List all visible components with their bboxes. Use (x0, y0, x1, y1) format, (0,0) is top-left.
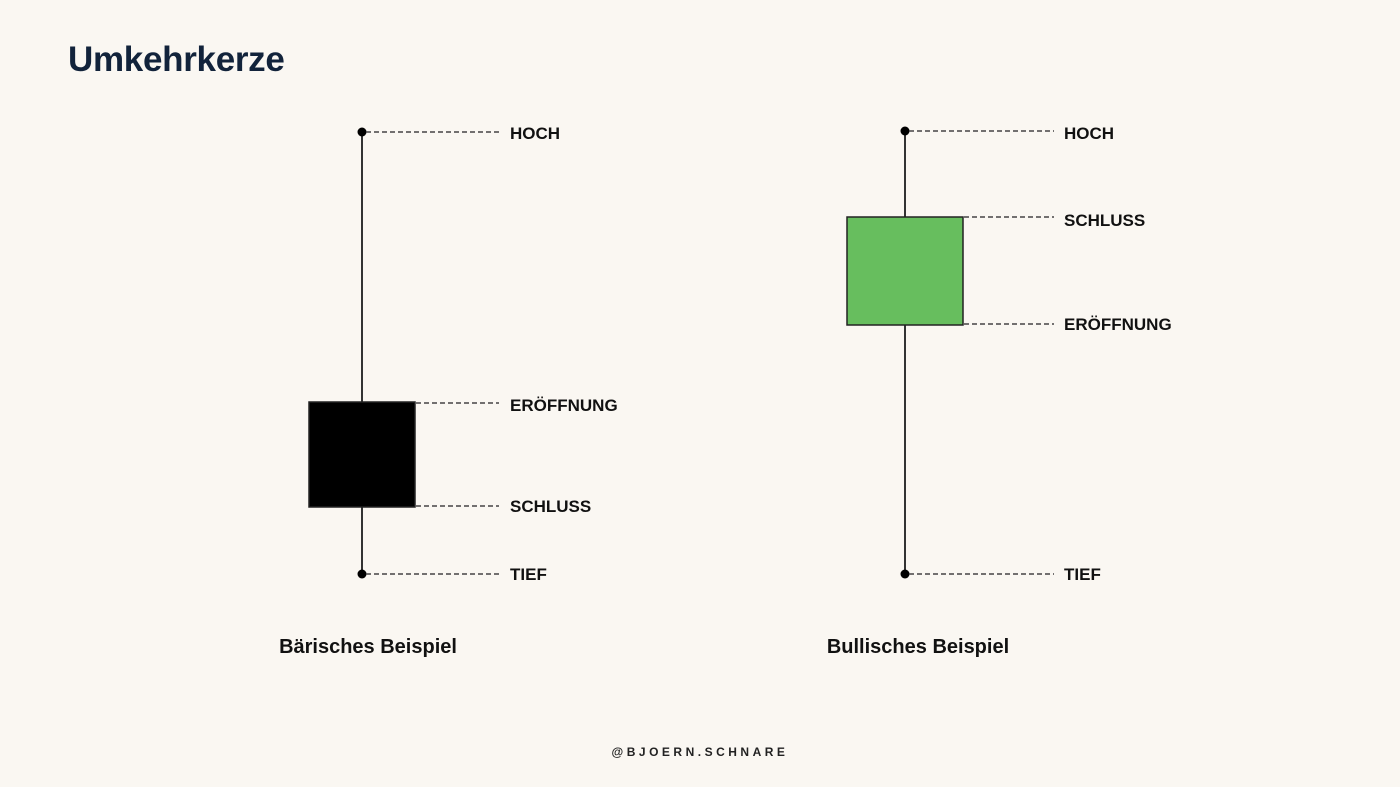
bearish-low-dot (357, 569, 367, 579)
bearish-body (308, 401, 416, 508)
bearish-caption: Bärisches Beispiel (279, 636, 457, 658)
author-handle: @BJOERN.SCHNARE (611, 745, 789, 759)
bearish-high-dot (357, 127, 367, 137)
bearish-high-label: HOCH (510, 124, 560, 143)
bullish-candle: HOCH SCHLUSS ERÖFFNUNG TIEF Bullisches B… (827, 124, 1172, 658)
bullish-low-label: TIEF (1064, 565, 1101, 584)
page-title: Umkehrkerze (68, 40, 285, 79)
bullish-low-dot (900, 569, 910, 579)
bearish-close-label: SCHLUSS (510, 497, 591, 516)
bullish-high-dot (900, 126, 910, 136)
bearish-low-label: TIEF (510, 565, 547, 584)
bearish-candle: HOCH ERÖFFNUNG SCHLUSS TIEF Bärisches Be… (279, 124, 618, 658)
bullish-caption: Bullisches Beispiel (827, 636, 1009, 658)
bullish-high-label: HOCH (1064, 124, 1114, 143)
bullish-open-label: ERÖFFNUNG (1064, 315, 1172, 334)
bearish-open-label: ERÖFFNUNG (510, 396, 618, 415)
bullish-body (846, 216, 964, 326)
bullish-close-label: SCHLUSS (1064, 211, 1145, 230)
